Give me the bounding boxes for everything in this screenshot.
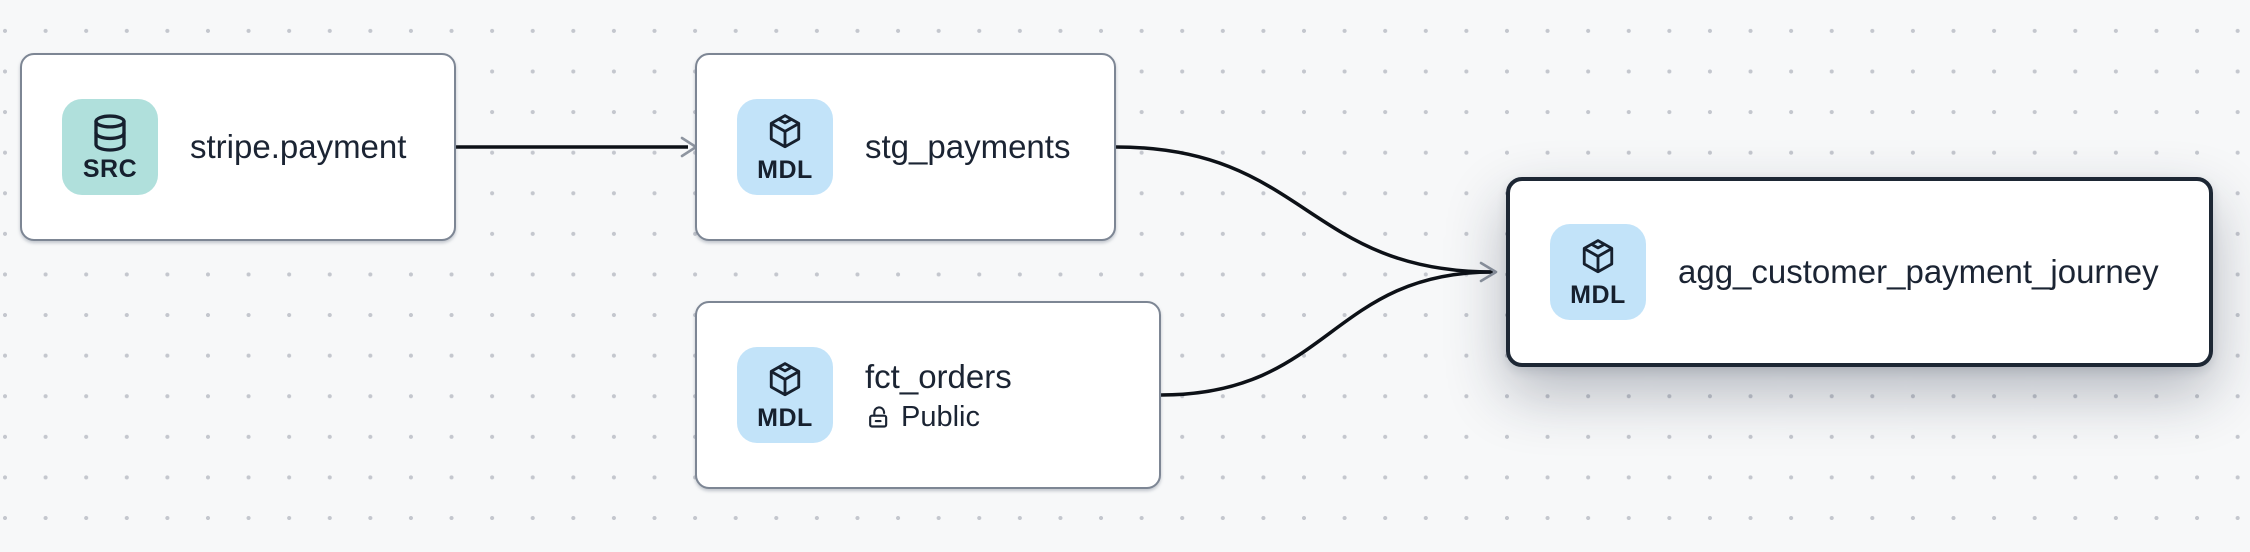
- cube-icon: [1582, 239, 1614, 274]
- access-meta: Public: [865, 400, 1012, 433]
- badge-label: SRC: [82, 155, 138, 183]
- edge-fct-orders-to-agg-customer-payment-journey[interactable]: [1160, 270, 1494, 397]
- node-title: agg_customer_payment_journey: [1678, 253, 2159, 291]
- badge-label: MDL: [757, 404, 813, 432]
- database-icon: [94, 114, 126, 152]
- cube-icon: [769, 114, 801, 149]
- model-badge: MDL: [737, 99, 833, 195]
- access-label: Public: [901, 400, 980, 433]
- lock-open-icon: [869, 406, 888, 428]
- node-fct-orders[interactable]: MDL fct_orders Public: [695, 301, 1161, 489]
- node-title: stripe.payment: [190, 128, 407, 166]
- node-title: stg_payments: [865, 128, 1071, 166]
- node-title: fct_orders: [865, 358, 1012, 396]
- badge-label: MDL: [757, 156, 813, 184]
- node-agg-customer-payment-journey[interactable]: MDL agg_customer_payment_journey: [1506, 177, 2213, 367]
- arrowhead-icon: [1479, 261, 1498, 283]
- badge-label: MDL: [1570, 281, 1626, 309]
- edge-stg-payments-to-agg-customer-payment-journey[interactable]: [1115, 145, 1494, 274]
- model-badge: MDL: [737, 347, 833, 443]
- model-badge: MDL: [1550, 224, 1646, 320]
- node-stripe-payment[interactable]: SRC stripe.payment: [20, 53, 456, 241]
- node-stg-payments[interactable]: MDL stg_payments: [695, 53, 1116, 241]
- cube-icon: [769, 362, 801, 397]
- source-badge: SRC: [62, 99, 158, 195]
